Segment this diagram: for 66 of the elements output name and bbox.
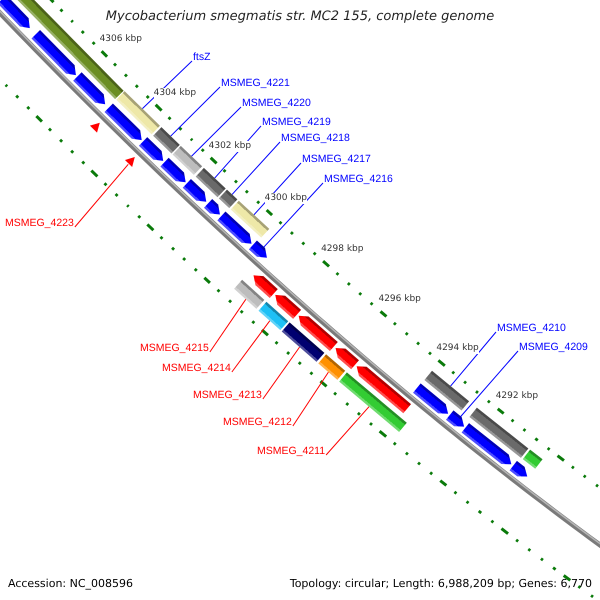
gene-feature [413, 383, 448, 414]
gene-feature [298, 316, 338, 352]
scale-label: 4306 kbp [100, 34, 142, 46]
leader-line [292, 372, 329, 426]
leader-line [263, 182, 324, 248]
gene-label: MSMEG_4209 [519, 341, 588, 353]
leader-line [74, 164, 129, 228]
accession-text: Accession: NC_008596 [8, 577, 134, 590]
gene-feature [336, 348, 359, 370]
gene-feature [254, 275, 278, 298]
gene-bar [234, 280, 264, 309]
gene-feature [248, 240, 267, 258]
leader-line [460, 350, 518, 417]
gene-label: MSMEG_4214 [162, 362, 231, 374]
gene-bar [258, 302, 288, 330]
gene-feature [0, 0, 30, 28]
gene-label: MSMEG_4221 [221, 77, 290, 89]
gene-bar [172, 146, 202, 175]
gene-feature [73, 72, 106, 104]
gene-feature [217, 212, 252, 244]
scale-label: 4296 kbp [378, 294, 421, 305]
gene-bar [282, 322, 324, 362]
gene-label: MSMEG_4212 [223, 416, 292, 428]
gene-marker [124, 157, 135, 167]
gene-label: MSMEG_4219 [262, 116, 331, 128]
gene-label: MSMEG_4211 [257, 445, 326, 457]
gene-feature [104, 103, 142, 140]
gene-feature [138, 137, 164, 161]
leader-line [326, 406, 370, 456]
scale-label: 4294 kbp [436, 342, 479, 354]
gene-feature [31, 30, 76, 76]
leader-line [191, 106, 242, 157]
gene-label: MSMEG_4218 [281, 132, 350, 144]
leader-line [170, 86, 220, 137]
scale-label: 4304 kbp [154, 88, 196, 99]
gene-bar [522, 450, 543, 469]
gene-label: MSMEG_4210 [497, 322, 566, 334]
gene-label: MSMEG_4216 [324, 173, 393, 185]
gene-bar [469, 408, 528, 458]
gene-bar [230, 200, 270, 238]
leader-line [232, 142, 280, 195]
leader-line [450, 332, 496, 387]
gene-bar [318, 354, 346, 380]
scale-label: 4298 kbp [321, 244, 364, 255]
leader-line [231, 320, 270, 372]
scale-label: 4302 kbp [208, 140, 252, 152]
gene-marker [90, 122, 100, 133]
gene-feature [510, 460, 528, 477]
diagram-title: Mycobacterium smegmatis str. MC2 155, complete genome [104, 9, 496, 24]
gene-bar [153, 127, 180, 154]
gene-label: MSMEG_4220 [242, 97, 311, 109]
gene-label: MSMEG_4213 [193, 389, 262, 401]
gene-label: ftsZ [193, 51, 210, 63]
gene-feature [275, 294, 302, 319]
genome-summary-text: Topology: circular; Length: 6,988,209 bp; Genes: 6,770 [290, 577, 592, 590]
gene-feature [160, 158, 186, 182]
gene-feature [182, 179, 206, 202]
gene-bar [218, 190, 238, 208]
gene-bar [424, 370, 470, 410]
gene-feature [462, 423, 512, 464]
gene-label: MSMEG_4217 [302, 153, 371, 165]
scale-label: 4292 kbp [496, 391, 538, 402]
scale-label: 4300 kbp [264, 192, 308, 204]
gene-label: MSMEG_4215 [140, 342, 209, 354]
gene-bar [339, 372, 407, 432]
gene-label: MSMEG_4223 [5, 217, 74, 229]
